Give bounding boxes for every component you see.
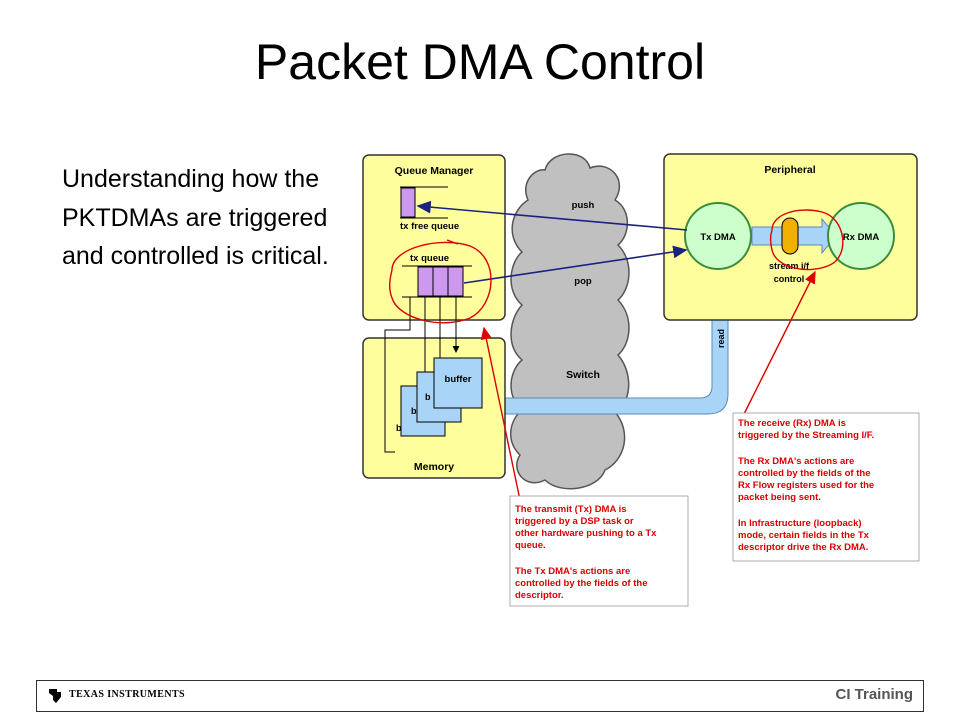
buffer-label-small: b — [411, 406, 417, 416]
ti-logo-icon — [49, 689, 61, 703]
queue-manager-box — [362, 154, 506, 321]
tx-queue-slot — [432, 266, 449, 297]
tx-note-arrow — [480, 326, 521, 501]
pktdma-diagram: Queue Manager tx free queue tx queue Mem… — [362, 153, 920, 607]
rx-note-line: The Rx DMA's actions are — [738, 456, 854, 467]
tx-dma-label: Tx DMA — [700, 232, 736, 243]
buffer-stack-1 — [433, 357, 483, 409]
tx-free-queue-slot — [400, 187, 416, 218]
slide-bullet: Understanding how the PKTDMAs are trigge… — [62, 165, 329, 270]
push-label: push — [572, 200, 595, 211]
slide-title: Packet DMA Control — [254, 34, 706, 90]
footer-company: TEXAS INSTRUMENTS — [69, 689, 185, 700]
tx-queue-highlight — [389, 241, 492, 324]
tx-note-line: queue. — [515, 540, 546, 551]
rx-note-arrow — [741, 270, 816, 419]
footer-program: CI Training — [835, 686, 913, 703]
push-arrow — [416, 200, 688, 231]
stream-if-highlight — [769, 209, 844, 271]
tx-queue-slot — [447, 266, 464, 297]
memory-label: Memory — [414, 461, 454, 473]
tx-note: The transmit (Tx) DMA is triggered by a … — [515, 504, 657, 601]
rx-note-line: descriptor drive the Rx DMA. — [738, 542, 868, 553]
rx-note-line: Rx Flow registers used for the — [738, 480, 874, 491]
tx-free-queue-label: tx free queue — [400, 221, 459, 232]
rx-note-line: controlled by the fields of the — [738, 468, 870, 479]
queue-manager-label: Queue Manager — [395, 165, 474, 177]
buffer-label-small: b — [396, 423, 402, 433]
rx-note-line: triggered by the Streaming I/F. — [738, 430, 874, 441]
tx-note-line: The transmit (Tx) DMA is — [515, 504, 627, 515]
footer-bar: TEXAS INSTRUMENTS CI Training — [36, 680, 924, 712]
switch-label: Switch — [566, 369, 600, 381]
buffer-label-small: b — [425, 392, 431, 402]
rx-dma-label: Rx DMA — [843, 232, 880, 243]
tx-dma — [684, 202, 752, 270]
rx-note-line: In Infrastructure (loopback) — [738, 518, 862, 529]
stream-if-label-2: control — [774, 274, 805, 284]
stream-if-control — [781, 217, 799, 255]
pop-label: pop — [574, 276, 592, 287]
switch-cloud — [510, 153, 630, 490]
peripheral-label: Peripheral — [764, 164, 815, 176]
rx-dma — [827, 202, 895, 270]
tx-queue-label: tx queue — [410, 253, 449, 264]
tx-note-box — [509, 495, 689, 607]
rx-note-line: mode, certain fields in the Tx — [738, 530, 870, 541]
rx-note-box — [732, 412, 920, 562]
read-label: read — [716, 329, 726, 348]
tx-note-line: controlled by the fields of the — [515, 578, 647, 589]
tx-note-line: other hardware pushing to a Tx — [515, 528, 657, 539]
rx-note: The receive (Rx) DMA is triggered by the… — [738, 418, 874, 553]
tx-note-line: The Tx DMA's actions are — [515, 566, 630, 577]
tx-queue-slot — [417, 266, 434, 297]
rx-note-line: packet being sent. — [738, 492, 821, 503]
rx-note-line: The receive (Rx) DMA is — [738, 418, 846, 429]
tx-note-line: descriptor. — [515, 590, 564, 601]
buffer-label: buffer — [445, 374, 472, 385]
tx-note-line: triggered by a DSP task or — [515, 516, 634, 527]
tx-queue-highlight-tick — [446, 239, 459, 245]
pop-arrow — [463, 245, 688, 284]
